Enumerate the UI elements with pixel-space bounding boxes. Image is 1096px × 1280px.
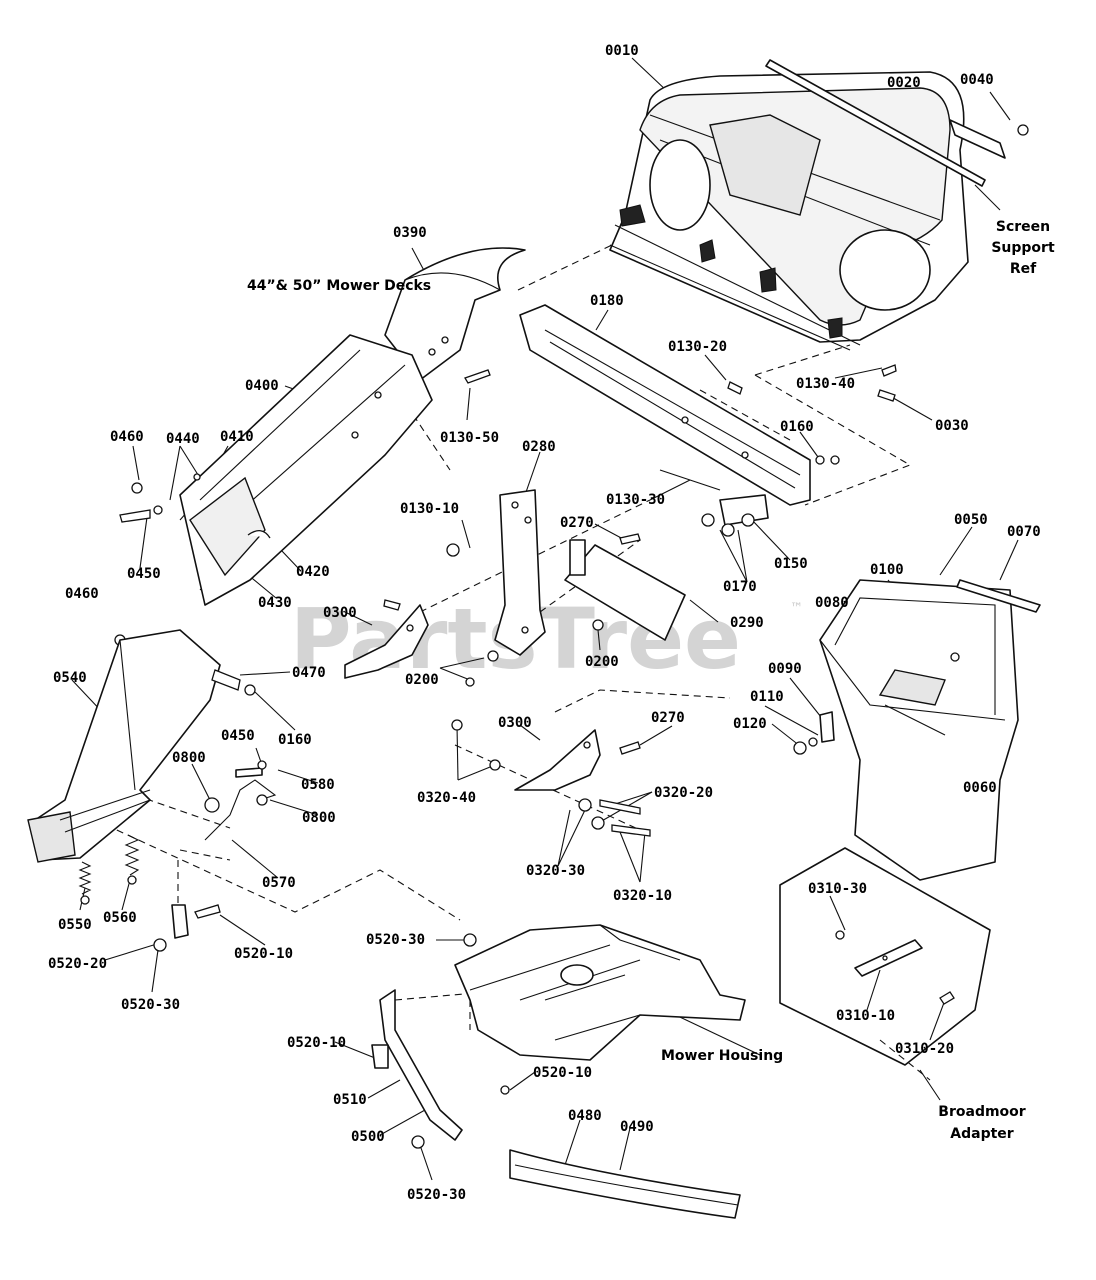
part-label: 0520-20 — [48, 956, 107, 972]
part-label: 0800 — [172, 750, 206, 766]
watermark-trademark: ™ — [790, 601, 803, 616]
part-label: 0130-40 — [796, 376, 855, 392]
part-label: 0320-10 — [613, 888, 672, 904]
part-label: 0320-20 — [654, 785, 713, 801]
annotation-line: Broadmoor — [938, 1104, 1025, 1120]
deflector — [509, 1149, 741, 1219]
chute-tube — [179, 334, 433, 606]
grass-catcher-body — [609, 71, 969, 351]
part-label: 0520-10 — [234, 946, 293, 962]
part-label: 0310-10 — [836, 1008, 895, 1024]
part-label: 0080 — [815, 595, 849, 611]
annotation-mower-housing: Mower Housing — [661, 1048, 783, 1064]
part-label: 0460 — [65, 586, 99, 602]
part-label: 0320-40 — [417, 790, 476, 806]
part-label: 0520-30 — [366, 932, 425, 948]
screen-support-rod — [765, 59, 1029, 187]
linkage-rod — [204, 760, 277, 841]
annotation-line: Screen — [996, 219, 1050, 235]
part-label: 0500 — [351, 1129, 385, 1145]
part-label: 0290 — [730, 615, 764, 631]
part-label: 0520-30 — [407, 1187, 466, 1203]
part-label: 0100 — [870, 562, 904, 578]
part-label: 0180 — [590, 293, 624, 309]
part-label: 0170 — [723, 579, 757, 595]
chute-cap — [384, 247, 526, 384]
part-label: 0200 — [405, 672, 439, 688]
mower-housing — [454, 924, 746, 1061]
part-label: 0520-10 — [287, 1035, 346, 1051]
part-label: 0450 — [127, 566, 161, 582]
left-plate-0300 — [344, 543, 460, 679]
part-label: 0520-10 — [533, 1065, 592, 1081]
part-label: 0060 — [963, 780, 997, 796]
part-label: 0320-30 — [526, 863, 585, 879]
lower-plate-0300 — [451, 719, 651, 837]
part-label: 0560 — [103, 910, 137, 926]
part-label: 0130-10 — [400, 501, 459, 517]
part-label: 0020 — [887, 75, 921, 91]
part-label: 0120 — [733, 716, 767, 732]
part-label: 0110 — [750, 689, 784, 705]
part-label: 0130-20 — [668, 339, 727, 355]
part-labels: 0010 0020 0040 0390 0180 0130-20 0130-40… — [48, 43, 1041, 1203]
part-label: 0580 — [301, 777, 335, 793]
part-label: 0460 — [110, 429, 144, 445]
part-label: 0030 — [935, 418, 969, 434]
annotation-broadmoor-adapter: Broadmoor Adapter — [938, 1104, 1025, 1142]
part-label: 0570 — [262, 875, 296, 891]
part-label: 0450 — [221, 728, 255, 744]
part-label: 0270 — [651, 710, 685, 726]
bracket-hardware — [659, 469, 769, 537]
annotation-line: Adapter — [950, 1126, 1014, 1142]
part-label: 0490 — [620, 1119, 654, 1135]
hinge-arm — [371, 989, 510, 1149]
support-plate — [564, 533, 686, 641]
part-label: 0310-30 — [808, 881, 867, 897]
part-label: 0550 — [58, 917, 92, 933]
part-label: 0130-50 — [440, 430, 499, 446]
part-label: 0480 — [568, 1108, 602, 1124]
part-label: 0160 — [278, 732, 312, 748]
part-label: 0310-20 — [895, 1041, 954, 1057]
part-label: 0430 — [258, 595, 292, 611]
annotation-screen-support: Screen Support Ref — [991, 219, 1055, 277]
part-label: 0070 — [1007, 524, 1041, 540]
part-label: 0390 — [393, 225, 427, 241]
bagger-hopper — [793, 579, 1041, 881]
annotation-mower-decks: 44”& 50” Mower Decks — [247, 278, 431, 294]
part-label: 0200 — [585, 654, 619, 670]
springs — [78, 834, 140, 905]
discharge-chute — [27, 629, 241, 863]
part-label: 0270 — [560, 515, 594, 531]
part-label: 0130-30 — [606, 492, 665, 508]
part-label: 0510 — [333, 1092, 367, 1108]
part-label: 0150 — [774, 556, 808, 572]
part-label: 0470 — [292, 665, 326, 681]
part-label: 0400 — [245, 378, 279, 394]
part-label: 0410 — [220, 429, 254, 445]
part-label: 0440 — [166, 431, 200, 447]
annotation-line: Support — [991, 240, 1055, 256]
part-label: 0540 — [53, 670, 87, 686]
annotation-line: Ref — [1010, 261, 1037, 277]
part-label: 0520-30 — [121, 997, 180, 1013]
part-label: 0010 — [605, 43, 639, 59]
small-hardware — [114, 473, 499, 696]
part-label: 0420 — [296, 564, 330, 580]
part-label: 0040 — [960, 72, 994, 88]
broadmoor-adapter-box — [779, 847, 991, 1066]
part-label: 0160 — [780, 419, 814, 435]
part-label: 0800 — [302, 810, 336, 826]
part-label: 0300 — [498, 715, 532, 731]
chute-hinge-hardware — [153, 904, 221, 952]
part-label: 0090 — [768, 661, 802, 677]
part-label: 0300 — [323, 605, 357, 621]
part-label: 0280 — [522, 439, 556, 455]
upright-bracket — [494, 489, 546, 656]
part-label: 0050 — [954, 512, 988, 528]
mounting-bar — [519, 304, 897, 506]
